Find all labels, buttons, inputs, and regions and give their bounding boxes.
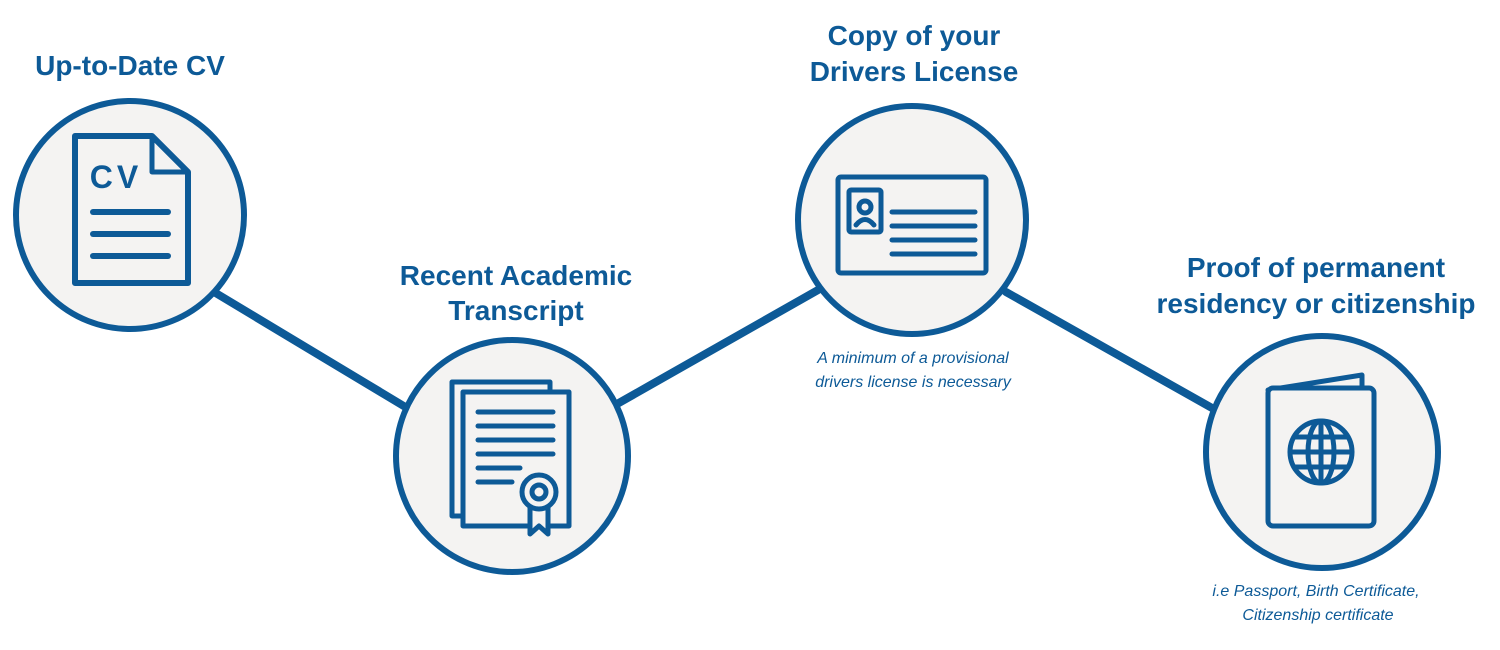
step-residency-note-line-2: Citizenship certificate: [1242, 607, 1393, 624]
step-license: Copy of your Drivers License A minimum o…: [795, 20, 1029, 391]
passport-icon: [1265, 372, 1377, 529]
step-residency-title-line-1: Proof of permanent: [1187, 252, 1445, 283]
step-license-title-line-1: Copy of your: [828, 20, 1001, 51]
step-transcript-title-line-1: Recent Academic: [400, 260, 632, 291]
step-license-circle: [795, 103, 1029, 337]
connector-license-residency: [1002, 288, 1216, 412]
transcript-certificate-icon: [449, 379, 572, 537]
step-license-note-line-2: drivers license is necessary: [815, 374, 1012, 391]
step-cv-title: Up-to-Date CV: [35, 50, 225, 81]
step-license-note-line-1: A minimum of a provisional: [816, 350, 1009, 367]
step-transcript-title-line-2: Transcript: [448, 295, 583, 326]
connector-cv-transcript: [210, 288, 411, 412]
step-transcript: Recent Academic Transcript: [393, 260, 632, 575]
connectors: [210, 286, 1216, 412]
step-license-title-line-2: Drivers License: [810, 56, 1019, 87]
cv-icon-label: CV: [90, 159, 142, 195]
step-cv: Up-to-Date CV CV: [13, 50, 247, 332]
id-card-icon: [835, 174, 989, 276]
step-residency-title-line-2: residency or citizenship: [1157, 288, 1476, 319]
step-residency-note-line-1: i.e Passport, Birth Certificate,: [1212, 583, 1419, 600]
step-residency: Proof of permanent residency or citizens…: [1157, 252, 1476, 624]
cv-document-icon: [72, 133, 191, 286]
connector-transcript-license: [613, 286, 822, 408]
